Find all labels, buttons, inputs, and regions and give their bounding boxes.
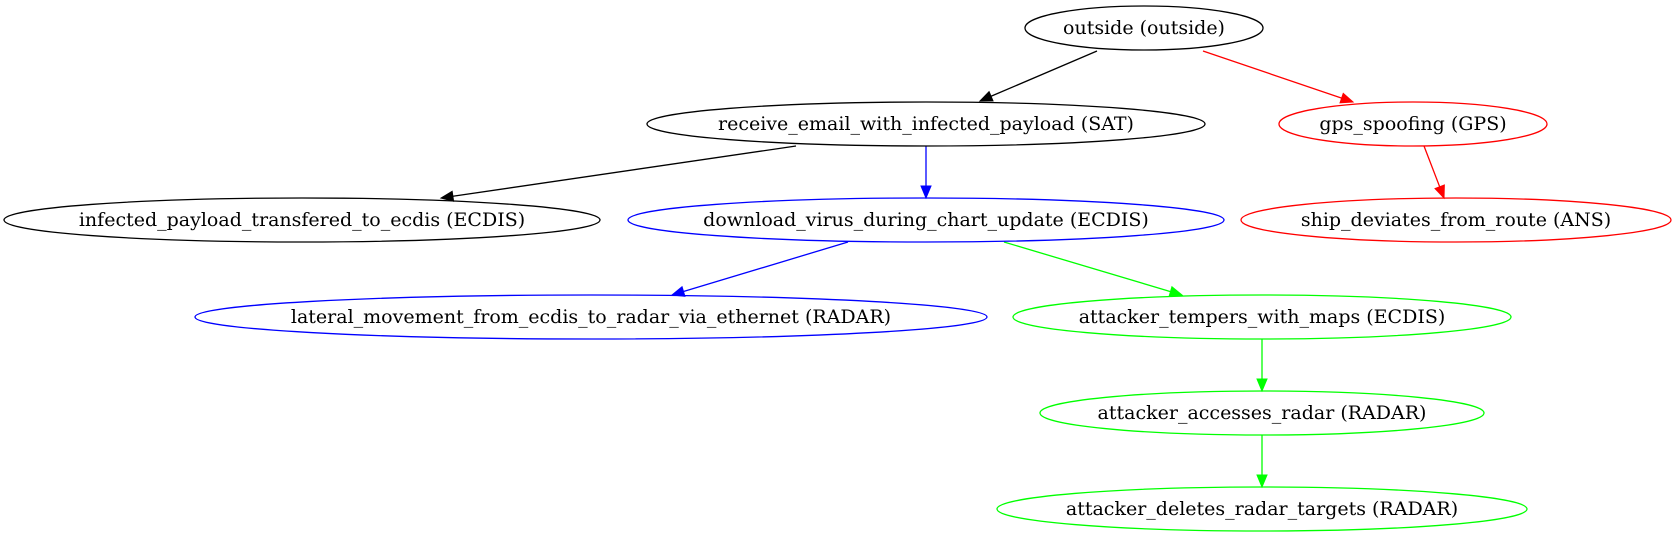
node-label: attacker_tempers_with_maps (ECDIS) [1079,306,1446,328]
node-download-virus: download_virus_during_chart_update (ECDI… [627,197,1225,243]
edge-outside-to-gps_spoofing [1202,50,1355,104]
node-label: outside (outside) [1063,17,1225,39]
edge-gps_spoofing-to-ship_deviates [1423,145,1445,200]
edge-receive_email-to-download_virus [920,146,932,200]
arrowhead-icon [1168,285,1184,297]
edge-receive_email-to-infected_payload [439,145,797,202]
node-ellipse [1278,101,1548,147]
node-ellipse [1012,294,1512,340]
node-label: download_virus_during_chart_update (ECDI… [703,209,1149,231]
edge-download_virus-to-tempers_maps [1003,241,1184,297]
arrowhead-icon [439,190,455,202]
node-label: attacker_deletes_radar_targets (RADAR) [1066,498,1458,520]
node-ellipse [996,486,1528,532]
node-ellipse [3,197,601,243]
node-ellipse [646,101,1206,147]
node-label: attacker_accesses_radar (RADAR) [1098,402,1427,424]
node-ellipse [627,197,1225,243]
node-ellipse [1039,390,1485,436]
node-receive-email: receive_email_with_infected_payload (SAT… [646,101,1206,147]
node-ellipse [194,294,988,340]
edge-line [1423,145,1441,188]
node-ship-deviates: ship_deviates_from_route (ANS) [1240,197,1672,243]
node-label: gps_spoofing (GPS) [1319,113,1506,135]
edge-line [990,50,1098,97]
node-accesses-radar: attacker_accesses_radar (RADAR) [1039,390,1485,436]
node-lateral-movement: lateral_movement_from_ecdis_to_radar_via… [194,294,988,340]
arrowhead-icon [1434,184,1445,200]
edge-download_virus-to-lateral_movement [670,241,849,297]
arrowhead-icon [1339,92,1355,104]
arrowhead-icon [1256,378,1268,393]
node-tempers-maps: attacker_tempers_with_maps (ECDIS) [1012,294,1512,340]
node-label: lateral_movement_from_ecdis_to_radar_via… [291,306,891,328]
node-infected-payload: infected_payload_transfered_to_ecdis (EC… [3,197,601,243]
node-outside: outside (outside) [1024,5,1264,51]
node-ellipse [1024,5,1264,51]
edge-tempers_maps-to-accesses_radar [1256,339,1268,393]
arrowhead-icon [920,185,932,200]
node-label: infected_payload_transfered_to_ecdis (EC… [79,209,525,231]
edge-line [683,241,849,293]
edge-line [452,145,797,197]
arrowhead-icon [978,90,994,102]
edge-outside-to-receive_email [978,50,1098,102]
node-label: receive_email_with_infected_payload (SAT… [718,113,1134,135]
edge-accesses_radar-to-deletes_targets [1256,435,1268,489]
edge-line [1202,50,1342,99]
edge-line [1003,241,1171,293]
node-ellipse [1240,197,1672,243]
arrowhead-icon [1256,474,1268,489]
node-gps-spoofing: gps_spoofing (GPS) [1278,101,1548,147]
node-label: ship_deviates_from_route (ANS) [1301,209,1611,231]
node-deletes-targets: attacker_deletes_radar_targets (RADAR) [996,486,1528,532]
